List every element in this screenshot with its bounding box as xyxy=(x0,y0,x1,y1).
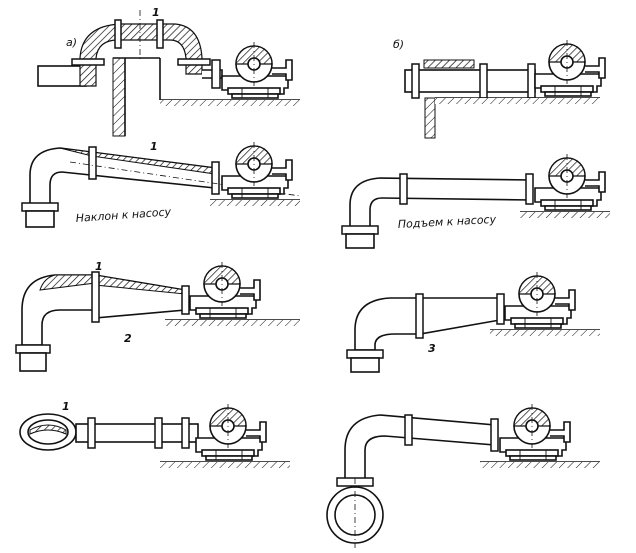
callout-2: 2 xyxy=(124,332,132,345)
panel-label-a: а) xyxy=(66,36,77,49)
callout-1-a4: 1 xyxy=(62,400,70,413)
diagram-a3-concentric xyxy=(15,261,300,372)
diagram-b2-rise xyxy=(341,153,610,249)
diagram-a4-horizontal xyxy=(19,403,290,468)
diagram-b4-bend xyxy=(326,403,600,548)
callout-1-a3: 1 xyxy=(95,260,103,273)
annotation-slope: Наклон к насосу xyxy=(75,205,172,225)
callout-3: 3 xyxy=(428,342,436,355)
diagram-b3-eccentric xyxy=(346,271,600,373)
callout-1-a1: 1 xyxy=(152,6,160,19)
panel-label-b: б) xyxy=(393,38,404,51)
diagram-a1-hump xyxy=(37,10,300,137)
annotation-rise: Подъем к насосу xyxy=(397,213,496,231)
diagram-b1-horizontal xyxy=(404,39,606,139)
callout-1-a2: 1 xyxy=(150,140,158,153)
diagram-a2-slope xyxy=(21,141,301,228)
